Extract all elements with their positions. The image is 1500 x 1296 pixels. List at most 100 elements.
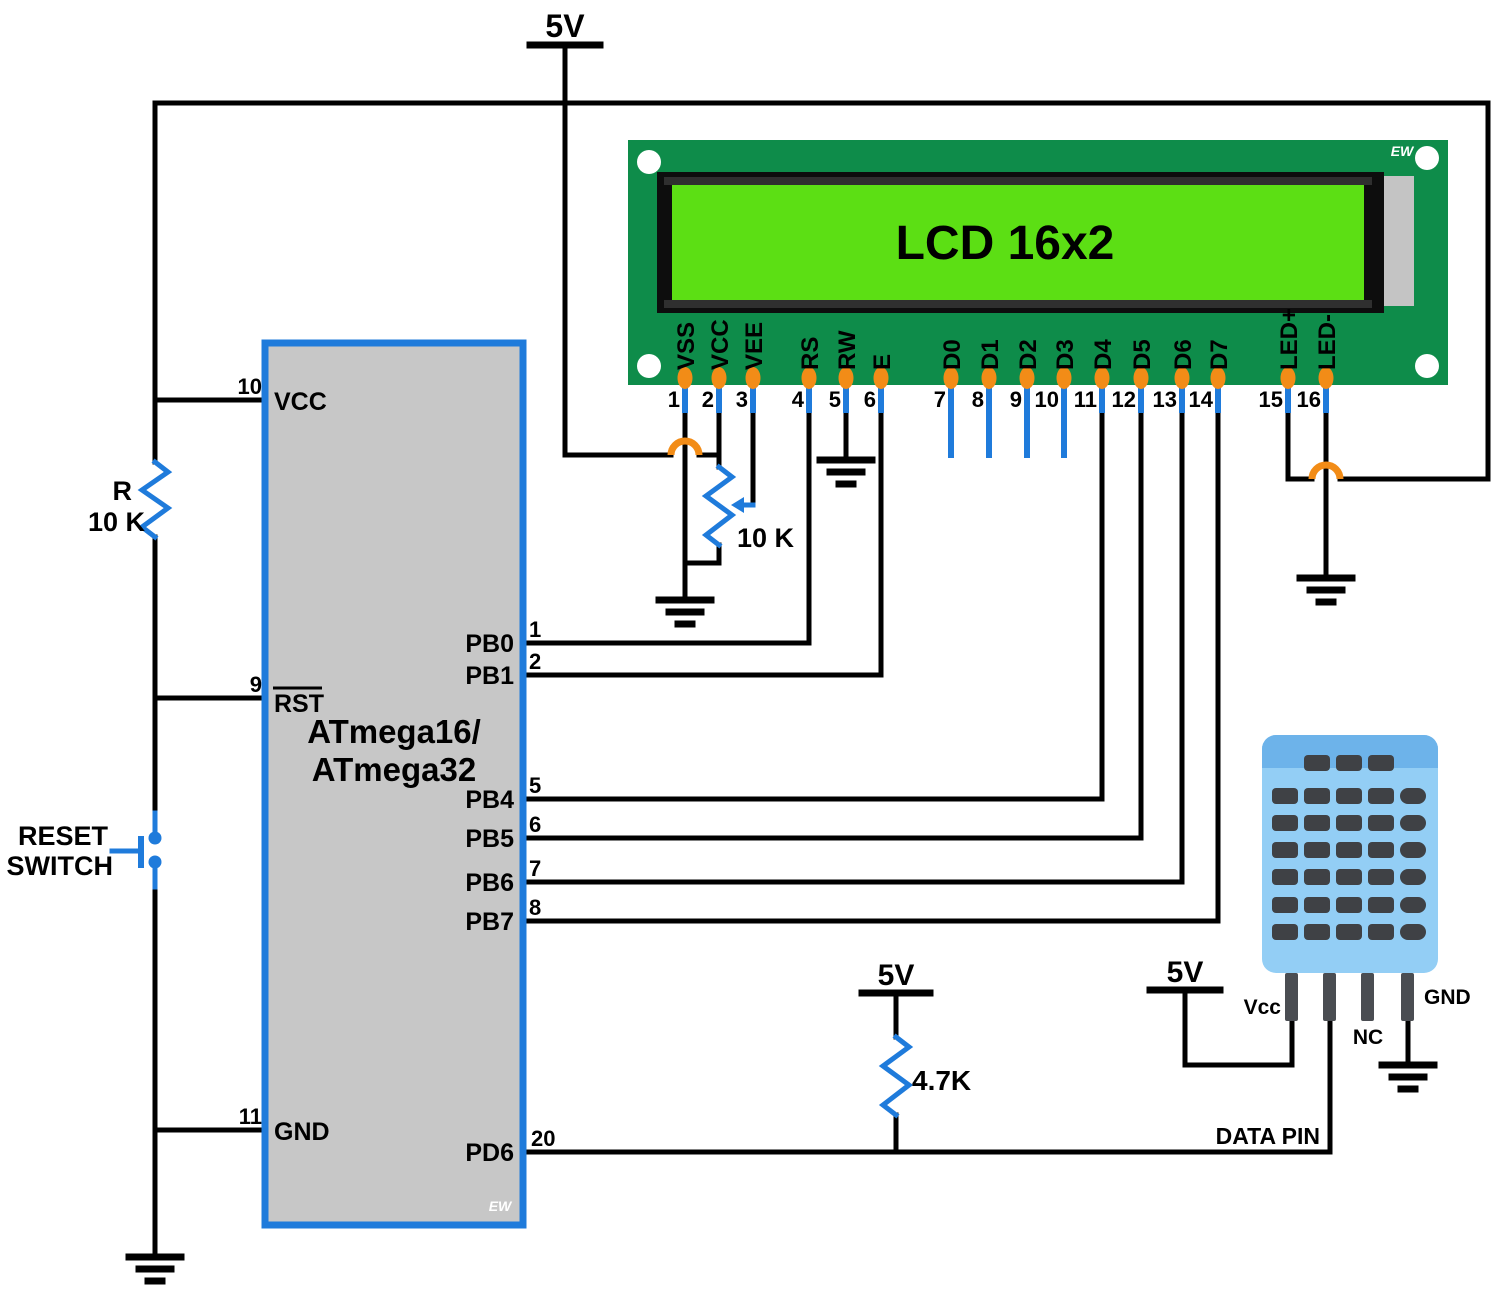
lcd-pin-4: 4 RS bbox=[792, 337, 824, 413]
lcd-pin-num: 5 bbox=[829, 387, 841, 412]
mcu-pin-pb4: PB4 5 bbox=[465, 773, 541, 814]
mcu-pin-pb6: PB6 7 bbox=[465, 856, 541, 897]
lcd-pin-num: 1 bbox=[668, 387, 680, 412]
resistor-value: 10 K bbox=[88, 507, 146, 537]
power-main-label: 5V bbox=[545, 8, 585, 44]
mcu-pin-pb7: PB7 8 bbox=[465, 895, 541, 936]
mcu-pin-label: PB7 bbox=[465, 908, 514, 936]
wire-rs-to-pb0 bbox=[520, 410, 812, 646]
lcd-pin-7: 7 D0 bbox=[934, 339, 966, 458]
mcu-pin-rst: 9 RST bbox=[250, 672, 324, 718]
ground-vss bbox=[655, 596, 715, 628]
wire-d5-to-pb5 bbox=[520, 410, 1144, 841]
lcd-pin-num: 2 bbox=[702, 387, 714, 412]
mcu-pin-label: RST bbox=[274, 690, 324, 718]
lcd-pin-num: 10 bbox=[1035, 387, 1059, 412]
dht11-pin-vcc bbox=[1285, 973, 1298, 1021]
mcu-pin-label: PD6 bbox=[465, 1139, 514, 1167]
wire-d4-to-pb4 bbox=[520, 410, 1105, 802]
lcd-pin-num: 16 bbox=[1297, 387, 1321, 412]
lcd-pin-label: D0 bbox=[939, 339, 966, 370]
power-sensor-label: 5V bbox=[1167, 956, 1204, 989]
lcd-title: LCD 16x2 bbox=[896, 217, 1115, 270]
resistor-value: 4.7K bbox=[912, 1065, 971, 1096]
pot-zigzag bbox=[701, 463, 737, 549]
lcd-pin-14: 14 D7 bbox=[1189, 339, 1233, 413]
lcd-pin-13: 13 D6 bbox=[1153, 339, 1197, 413]
lcd-pin-12: 12 D5 bbox=[1112, 339, 1156, 413]
mcu-atmega: ATmega16/ ATmega32 EW 10 VCC 9 RST 11 GN… bbox=[238, 339, 555, 1229]
lcd-pin-15: 15 LED+ bbox=[1259, 308, 1303, 413]
wire-e-to-pb1 bbox=[520, 410, 884, 678]
wire-pot-bottom bbox=[682, 542, 722, 566]
lcd-pin-label: RS bbox=[797, 337, 824, 370]
reset-switch-label-1: RESET bbox=[18, 821, 109, 851]
lcd-pin-label: VEE bbox=[741, 322, 768, 370]
ground-left-rail bbox=[125, 1253, 185, 1285]
power-main-5v: 5V bbox=[526, 8, 604, 49]
wire-d6-to-pb6 bbox=[520, 410, 1185, 885]
lcd-pin-label: D4 bbox=[1090, 339, 1117, 370]
lcd-pin-label: D2 bbox=[1015, 339, 1042, 370]
reset-switch: RESET SWITCH bbox=[7, 810, 162, 890]
lcd-pin-8: 8 D1 bbox=[972, 339, 1004, 458]
wire-hop-over-vss bbox=[667, 437, 703, 456]
dht11-sensor: Vcc NC GND bbox=[1244, 735, 1471, 1049]
lcd-pin-num: 9 bbox=[1010, 387, 1022, 412]
lcd-pin-label: VCC bbox=[707, 319, 734, 370]
dht11-pin-gnd bbox=[1401, 973, 1414, 1021]
mcu-pin-num: 11 bbox=[239, 1104, 262, 1129]
mcu-title-1: ATmega16/ bbox=[307, 713, 481, 750]
lcd-pin-num: 8 bbox=[972, 387, 984, 412]
potentiometer-contrast: 10 K bbox=[701, 463, 795, 553]
lcd-pin-num: 15 bbox=[1259, 387, 1283, 412]
mcu-title-2: ATmega32 bbox=[312, 751, 476, 788]
mcu-pin-num: 5 bbox=[529, 773, 541, 798]
lcd-pin-2: 2 VCC bbox=[702, 319, 734, 413]
mcu-pin-label: GND bbox=[274, 1118, 330, 1146]
mcu-pin-label: PB4 bbox=[465, 786, 514, 814]
power-pullup-5v: 5V bbox=[858, 959, 934, 997]
dht11-nc-label: NC bbox=[1353, 1026, 1383, 1049]
lcd-pin-label: D1 bbox=[977, 339, 1004, 370]
mcu-pin-num: 9 bbox=[250, 672, 262, 697]
wire-pd6-to-data bbox=[520, 1018, 1333, 1155]
dht11-vents bbox=[1272, 755, 1426, 940]
pot-wiper-arrow bbox=[731, 497, 744, 513]
mcu-pin-label: PB1 bbox=[465, 662, 514, 690]
mcu-pin-pb5: PB5 6 bbox=[465, 812, 541, 853]
lcd-pin-9: 9 D2 bbox=[1010, 339, 1042, 458]
power-sensor-5v: 5V bbox=[1146, 956, 1224, 994]
lcd-pin-num: 4 bbox=[792, 387, 805, 412]
wires bbox=[152, 42, 1491, 1260]
mcu-pin-vcc: 10 VCC bbox=[238, 374, 327, 416]
mcu-pin-num: 20 bbox=[531, 1126, 555, 1151]
mcu-pin-num: 7 bbox=[529, 856, 541, 881]
lcd-pin-num: 12 bbox=[1112, 387, 1136, 412]
lcd-pin-label: VSS bbox=[673, 322, 700, 370]
lcd-watermark: EW bbox=[1391, 143, 1415, 159]
power-pullup-label: 5V bbox=[878, 959, 915, 992]
lcd-pin-num: 11 bbox=[1074, 387, 1097, 412]
resistor-name: R bbox=[113, 476, 133, 506]
lcd-pin-1: 1 VSS bbox=[668, 322, 700, 413]
mcu-pin-gnd: 11 GND bbox=[239, 1104, 330, 1146]
mcu-body bbox=[261, 339, 527, 1229]
lcd-pin-3: 3 VEE bbox=[736, 322, 768, 413]
lcd-pin-num: 13 bbox=[1153, 387, 1177, 412]
lcd-pin-label: D6 bbox=[1170, 339, 1197, 370]
lcd-pin-label: E bbox=[869, 354, 896, 370]
mcu-pin-num: 1 bbox=[529, 617, 541, 642]
ground-ledminus bbox=[1296, 574, 1356, 606]
dht11-pin-data bbox=[1323, 973, 1336, 1021]
mcu-pin-pd6: PD6 20 bbox=[465, 1126, 555, 1167]
lcd-mount-hole bbox=[1415, 354, 1439, 378]
mcu-pin-num: 10 bbox=[238, 374, 262, 399]
lcd-pin-5: 5 RW bbox=[829, 330, 861, 413]
mcu-pin-num: 8 bbox=[529, 895, 541, 920]
lcd-mount-hole bbox=[637, 150, 661, 174]
wire-hop-over-ledminus bbox=[1308, 461, 1344, 480]
dht11-pin-nc bbox=[1361, 973, 1374, 1021]
lcd-mount-hole bbox=[1415, 146, 1439, 170]
mcu-pin-label: PB0 bbox=[465, 630, 514, 658]
